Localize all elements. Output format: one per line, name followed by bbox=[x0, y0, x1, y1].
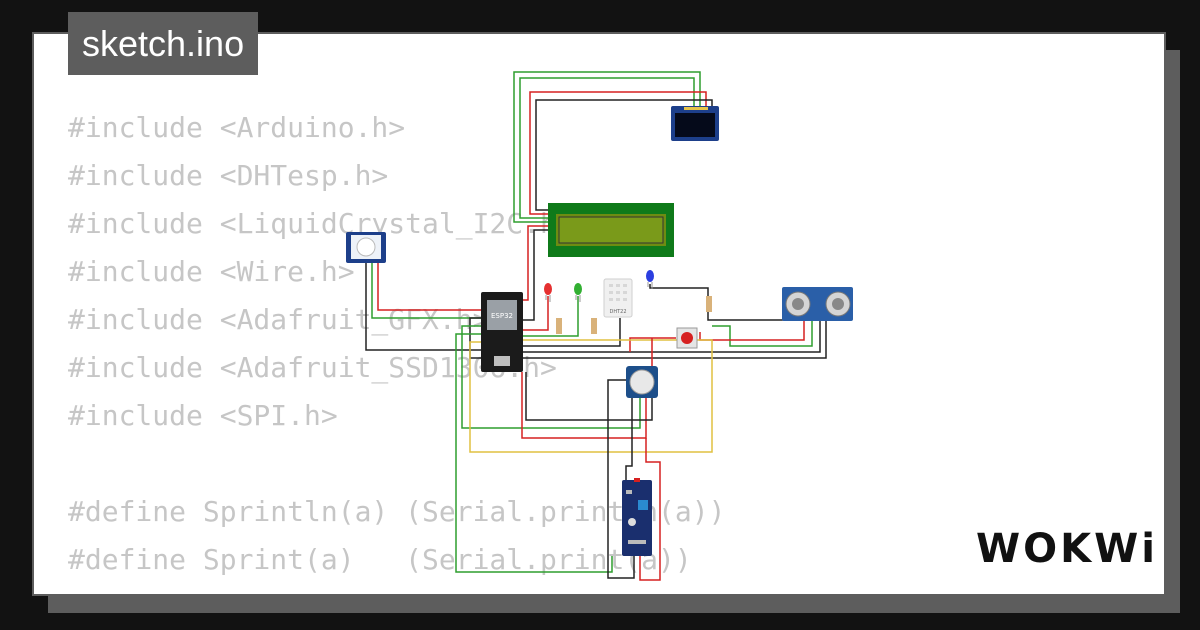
wire-red bbox=[529, 91, 707, 215]
wokwi-logo: WOKWi bbox=[976, 526, 1158, 572]
code-line: #include <Adafruit_GFX.h> bbox=[68, 303, 490, 336]
wire-black bbox=[522, 229, 548, 321]
wire-black bbox=[522, 284, 821, 353]
led-blue-icon bbox=[646, 270, 654, 289]
wire-black bbox=[625, 398, 633, 480]
wire-red bbox=[629, 337, 676, 352]
esp32-label: ESP32 bbox=[491, 312, 513, 320]
wire-black bbox=[365, 262, 482, 351]
wire-black bbox=[525, 372, 653, 421]
dht22-label: DHT22 bbox=[609, 309, 626, 315]
oled-display-icon bbox=[671, 106, 719, 141]
wire-green bbox=[522, 296, 579, 337]
wire-green bbox=[455, 333, 613, 573]
code-line: #define Sprint(a) (Serial.print(a)) bbox=[68, 543, 692, 576]
code-line: #define Sprintln(a) (Serial.println(a)) bbox=[68, 495, 726, 528]
resistor-icon bbox=[556, 296, 712, 334]
lcd-display-icon bbox=[548, 203, 674, 257]
wire-green bbox=[513, 71, 701, 223]
wire-red bbox=[520, 225, 548, 301]
wire-red bbox=[639, 438, 661, 581]
wire-green bbox=[371, 262, 482, 319]
wire-green bbox=[712, 320, 813, 347]
sensor-module-icon bbox=[622, 478, 652, 556]
led-green-icon bbox=[574, 283, 582, 302]
wire-red bbox=[699, 320, 805, 341]
led-red-icon bbox=[544, 283, 552, 302]
window-title: sketch.ino bbox=[68, 12, 259, 75]
preview-card: #include <Arduino.h> #include <DHTesp.h> #… bbox=[32, 32, 1166, 596]
wire-red bbox=[521, 372, 647, 439]
dht22-sensor-icon: DHT22 bbox=[603, 278, 633, 318]
code-line: #include <DHTesp.h> bbox=[68, 159, 389, 192]
wire-red bbox=[377, 262, 482, 311]
code-line: #include <Wire.h> bbox=[68, 255, 355, 288]
ultrasonic-sensor-icon bbox=[782, 287, 853, 321]
esp32-board-icon: ESP32 bbox=[481, 292, 523, 372]
code-line: #include <SPI.h> bbox=[68, 399, 338, 432]
potentiometer-icon bbox=[626, 366, 658, 398]
push-button-icon bbox=[676, 327, 698, 349]
wire-green bbox=[461, 325, 641, 429]
wire-red bbox=[522, 296, 549, 331]
pir-sensor-icon bbox=[346, 232, 386, 263]
wire-black bbox=[535, 99, 713, 211]
code-line: #include <Arduino.h> bbox=[68, 111, 406, 144]
wire-black bbox=[607, 379, 635, 579]
wire-green bbox=[519, 77, 695, 219]
wire-black bbox=[522, 318, 621, 347]
